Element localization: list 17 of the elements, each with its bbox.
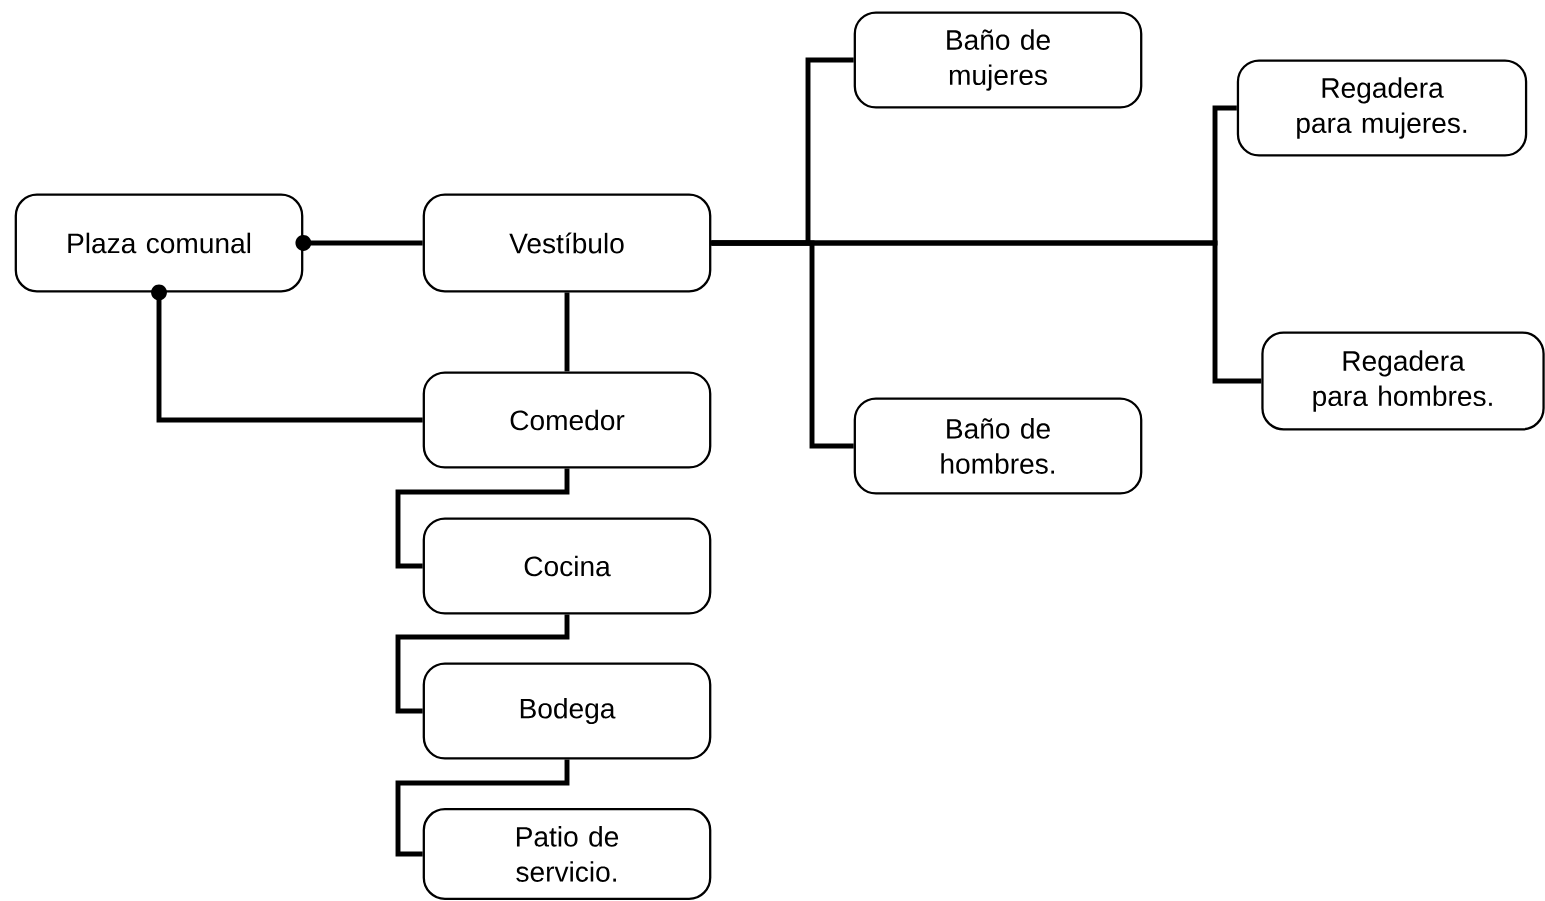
room-box: Plaza comunal [14,193,304,293]
connector-line [564,292,570,372]
room-box: Baño de mujeres [853,11,1143,109]
room-box: Regadera para mujeres. [1236,59,1528,157]
connector-line [395,759,570,857]
room-box: Vestíbulo [422,193,712,293]
connector-line [395,468,570,569]
room-box: Comedor [422,371,712,469]
connector-line [711,240,1262,384]
room-box: Cocina [422,517,712,615]
connector-line [295,235,423,251]
room-box: Patio de servicio. [422,808,712,900]
connector-line [395,614,570,714]
room-box: Regadera para hombres. [1261,331,1545,431]
room-box: Bodega [422,662,712,760]
room-box: Baño de hombres. [853,397,1143,495]
connector-line [151,284,423,423]
